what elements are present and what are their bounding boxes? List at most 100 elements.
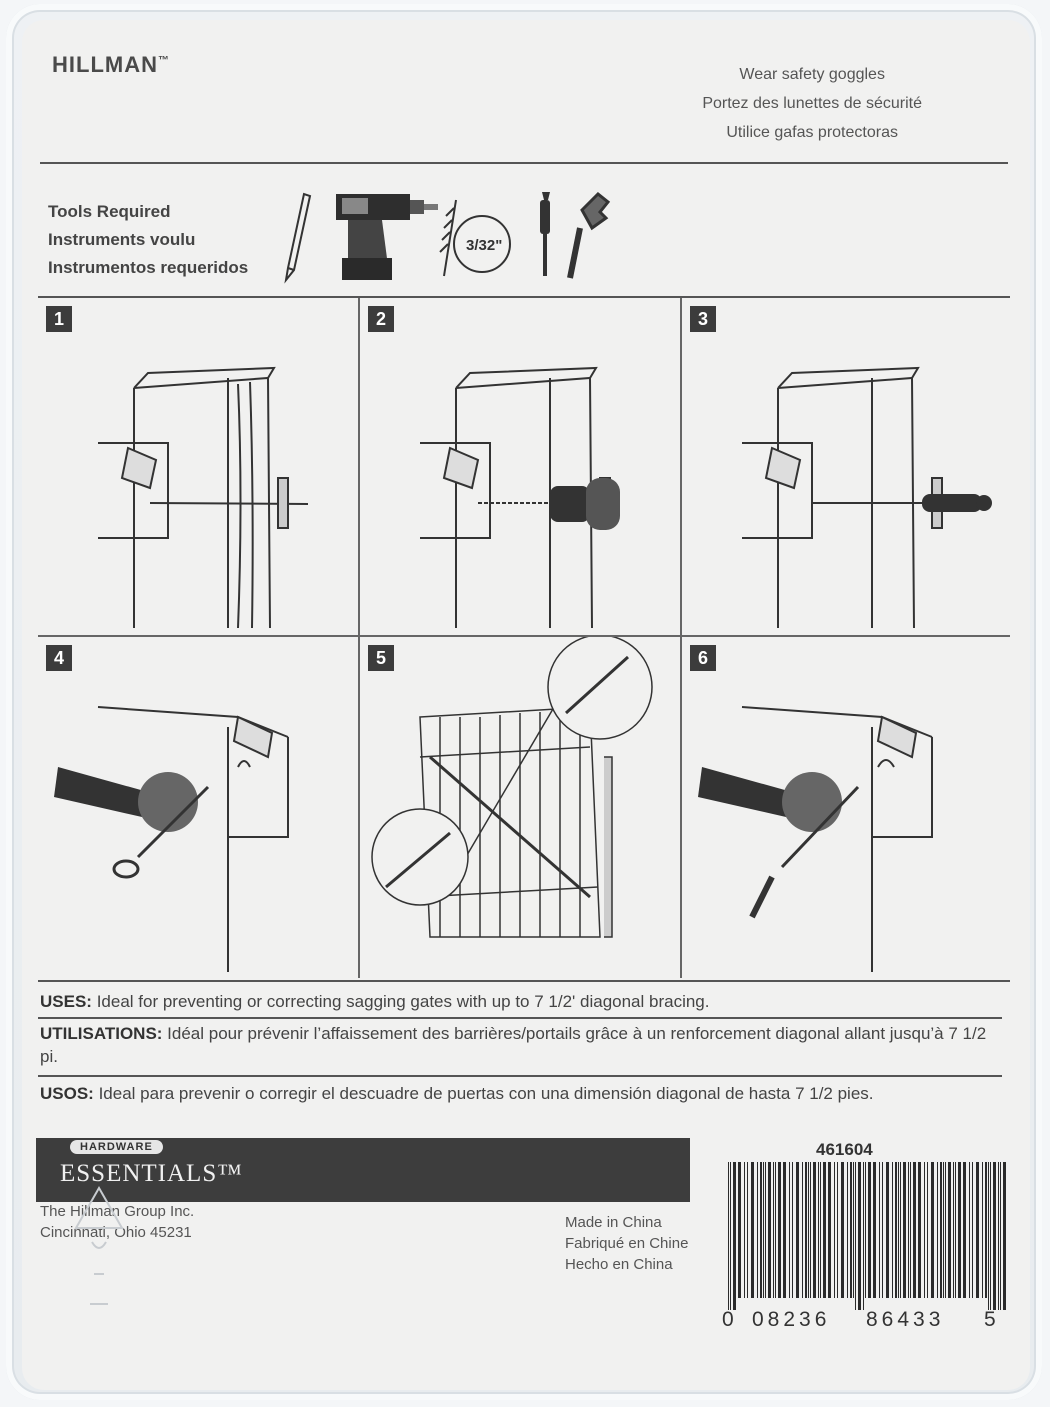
tools-icons: 3/32" [284,191,611,284]
barcode-bar [1000,1162,1001,1310]
barcode-bar [733,1162,736,1310]
turnbuckle-icon [112,785,210,879]
hardware-badge: HARDWARE [70,1140,163,1154]
barcode-bar [892,1162,893,1298]
barcode-bar [783,1162,786,1298]
safety-notice: Wear safety goggles Portez des lunettes … [702,60,922,147]
barcode-bar [763,1162,764,1298]
barcode-bar [931,1162,934,1298]
tools-label-fr: Instruments voulu [48,230,196,249]
barcode-digit-right: 5 [984,1308,996,1331]
tools-required-label: Tools Required Instruments voulu Instrum… [48,198,248,282]
barcode-bar [945,1162,946,1298]
wrench-icon [698,767,842,832]
made-in-en: Made in China [565,1214,662,1231]
drill-icon [336,194,438,280]
barcode-digits-group2: 86433 [866,1308,945,1331]
barcode-bar [757,1162,758,1298]
barcode-bar [855,1162,856,1310]
step-1: 1 [38,298,360,636]
mark-hole-illustration [98,366,309,629]
tools-label-es: Instrumentos requeridos [48,258,249,277]
essentials-logo: ESSENTIALS™ [60,1160,243,1187]
barcode-bar [972,1162,973,1298]
country-of-origin: Made in China Fabriqué en Chine Hecho en… [565,1212,688,1275]
barcode-bar [853,1162,854,1298]
barcode-bar [948,1162,951,1298]
barcode-bar [879,1162,880,1298]
tools-label-en: Tools Required [48,202,171,221]
sku-number: 461604 [816,1140,873,1159]
barcode-bar [796,1162,799,1298]
barcode-bar [924,1162,925,1298]
barcode-bar [1003,1162,1006,1310]
barcode-bar [744,1162,745,1298]
step-number: 3 [690,306,716,332]
barcode-bar [990,1162,991,1310]
turnbuckle-icon [749,785,860,919]
divider [38,1075,1002,1077]
step-number: 1 [46,306,72,332]
barcode-bar [765,1162,766,1298]
barcode-bar [778,1162,781,1298]
gate-brace-illustration [371,637,653,938]
barcode-digits-group1: 08236 [752,1308,831,1331]
barcode-bar [813,1162,816,1298]
barcode-bar [943,1162,944,1298]
step-number: 6 [690,645,716,671]
grid-divider [38,635,1010,637]
barcode-bar [847,1162,848,1298]
barcode-bar [823,1162,826,1298]
barcode-bar [805,1162,807,1298]
drive-screw-illustration [742,366,992,629]
barcode-bar [818,1162,819,1298]
barcode-bar [976,1162,979,1298]
grid-divider [680,298,682,978]
barcode-bar [908,1162,909,1298]
barcode-bar [998,1162,999,1310]
barcode-bar [873,1162,876,1298]
brand-logo: HILLMAN™ [52,52,170,77]
barcode-bar [955,1162,956,1298]
barcode-bar [775,1162,776,1298]
uses-fr: UTILISATIONS: Idéal pour prévenir l’affa… [40,1024,987,1066]
safety-en: Wear safety goggles [739,66,885,83]
barcode-bar [937,1162,938,1298]
pencil-icon [284,192,312,284]
company-name: The Hillman Group Inc. [40,1203,195,1220]
barcode-bar [837,1162,838,1298]
barcode-bar [868,1162,871,1298]
uses-es: USOS: Ideal para prevenir o corregir el … [40,1084,874,1103]
divider [40,162,1008,164]
barcode-bar [969,1162,970,1298]
barcode-bar [963,1162,966,1298]
barcode-bar [927,1162,928,1298]
barcode-bar [863,1162,864,1310]
barcode-bar [900,1162,901,1298]
step-5: 5 [360,637,682,975]
barcode-bar [953,1162,954,1298]
barcode-bar [910,1162,911,1298]
barcode-bar [760,1162,762,1298]
barcode-bar [985,1162,987,1298]
step-6: 6 [682,637,1004,975]
barcode-bar [820,1162,821,1298]
step-number: 2 [368,306,394,332]
drill-bit-size: 3/32" [466,237,502,254]
made-in-fr: Fabriqué en Chine [565,1235,689,1252]
barcode-bar [738,1162,741,1298]
step-2: 2 [360,298,682,636]
barcode-bar [858,1162,861,1310]
barcode-bar [773,1162,774,1298]
barcode-bar [808,1162,809,1298]
safety-es: Utilice gafas protectoras [726,124,898,141]
barcode-bar [895,1162,897,1298]
step-number: 4 [46,645,72,671]
barcode-bar [865,1162,866,1298]
drill-hole-illustration [420,366,620,629]
barcode-digit-left: 0 [722,1308,734,1331]
barcode-bar [988,1162,989,1310]
barcode-bar [802,1162,803,1298]
barcode-bar [886,1162,889,1298]
barcode-bar [958,1162,961,1298]
